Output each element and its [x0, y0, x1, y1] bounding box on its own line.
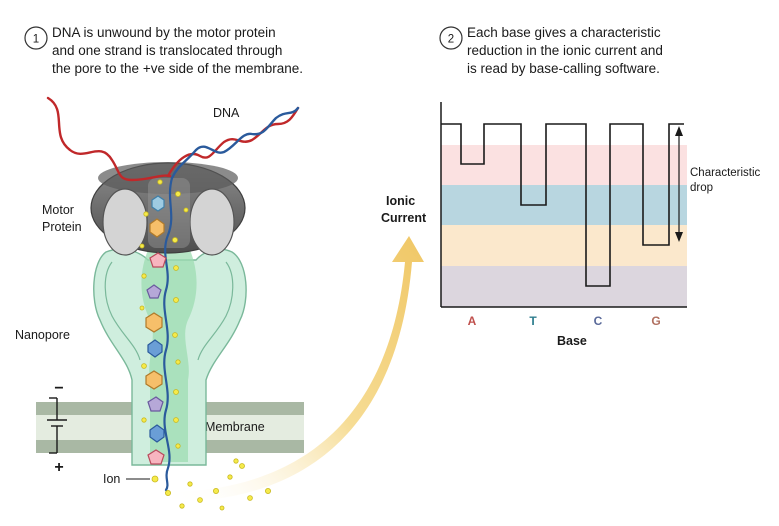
step-1: 1 DNA is unwound by the motor protein an…: [24, 25, 303, 76]
ion-icon: [151, 475, 159, 483]
motor-protein: [90, 162, 246, 256]
step-2-badge: [439, 26, 463, 50]
base-label-g: G: [651, 314, 660, 328]
step-2-line-1: Each base gives a characteristic: [467, 25, 661, 40]
base-blue: [149, 424, 165, 443]
step-2: 2 Each base gives a characteristic reduc…: [439, 25, 663, 76]
step-2-line-2: reduction in the ionic current and: [467, 43, 663, 58]
band-t: [441, 185, 687, 225]
motor-protein-right-lobe: [189, 188, 235, 256]
battery-icon: [47, 397, 67, 454]
step-2-line-3: is read by base-calling software.: [467, 61, 660, 76]
membrane-label: Membrane: [205, 420, 265, 434]
base-purple: [147, 396, 164, 412]
dna-strand-blue-helix: [170, 106, 300, 180]
drop-annotation-line-2: drop: [690, 182, 713, 194]
base-orange: [145, 370, 163, 390]
step-1-line-2: and one strand is translocated through: [52, 43, 282, 58]
dna-strands: [46, 96, 300, 492]
step-1-line-1: DNA is unwound by the motor protein: [52, 25, 276, 40]
band-a: [441, 145, 687, 185]
base-blue: [147, 339, 163, 358]
drop-annotation-line-1: Characteristic: [690, 167, 761, 179]
step-1-number: 1: [33, 34, 39, 46]
current-trace: [441, 123, 684, 287]
x-axis-label: Base: [557, 334, 587, 348]
base-orange: [145, 312, 163, 333]
step-2-number: 2: [448, 34, 454, 46]
step-1-badge: [24, 26, 48, 50]
base-label-t: T: [529, 314, 537, 328]
nanopore-label: Nanopore: [15, 328, 70, 342]
ions: [139, 179, 271, 511]
base-pink: [149, 252, 167, 268]
nucleotides: [145, 195, 167, 465]
motor-protein-label-line-1: Motor: [42, 203, 74, 217]
y-axis-label-line-1: Ionic: [386, 194, 415, 208]
base-orange: [149, 218, 165, 238]
band-c: [441, 266, 687, 307]
base-purple: [146, 284, 162, 299]
ion-label: Ion: [103, 472, 120, 486]
base-blue: [151, 195, 165, 212]
step-1-line-3: the pore to the +ve side of the membrane…: [52, 61, 303, 76]
base-label-c: C: [594, 314, 603, 328]
dna-label: DNA: [213, 106, 240, 120]
current-plot: [440, 102, 687, 308]
motor-protein-label-line-2: Protein: [42, 220, 82, 234]
y-axis-label-line-2: Current: [381, 211, 427, 225]
motor-protein-left-lobe: [102, 188, 148, 256]
base-label-a: A: [468, 314, 477, 328]
dna-strand-red-left: [46, 96, 172, 182]
base-pink: [147, 449, 165, 465]
minus-sign: −: [54, 380, 63, 397]
dna-strand-blue-translocated: [163, 176, 174, 492]
plus-sign: +: [54, 459, 63, 476]
